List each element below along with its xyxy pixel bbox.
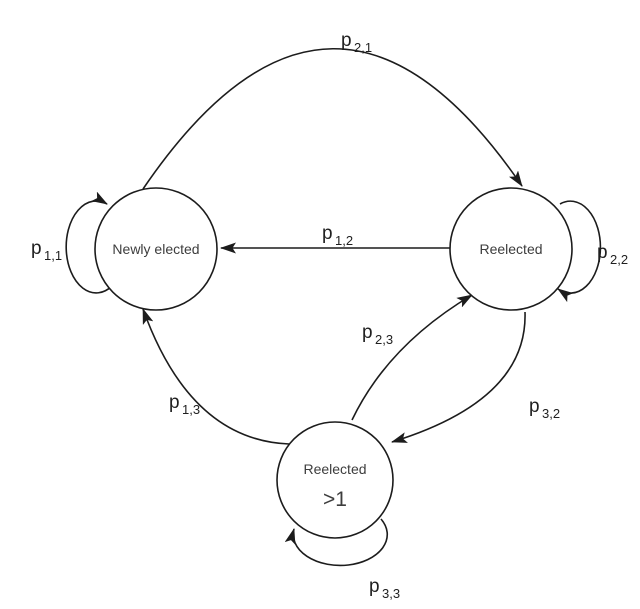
- edges: [65, 47, 602, 567]
- edge-label-p23: p 2,3: [362, 322, 393, 347]
- edge-label-p12-subscript: 1,2: [335, 233, 353, 248]
- edge-label-p33-subscript: 3,3: [382, 586, 400, 601]
- edge-p13-arc: [142, 308, 290, 445]
- edge-label-p22-subscript: 2,2: [610, 252, 628, 267]
- edge-label-p21-subscript: 2,1: [354, 40, 372, 55]
- edge-label-p21-symbol: p: [341, 30, 352, 51]
- edge-p22-self-loop: [557, 200, 602, 303]
- node-reelected-gt1-circle: [276, 421, 394, 539]
- node-reelected: Reelected: [449, 187, 573, 311]
- edge-labels: p 1,1 p 1,2 p 1,3 p 2,1 p 2,2 p 2,3 p 3,…: [31, 30, 628, 601]
- edge-label-p13: p 1,3: [169, 392, 200, 417]
- node-reelected-gt1: Reelected >1: [276, 421, 394, 539]
- node-reelected-gt1-sublabel: >1: [323, 488, 347, 511]
- edge-label-p32-symbol: p: [529, 396, 540, 417]
- edge-label-p11-subscript: 1,1: [44, 248, 62, 263]
- edge-label-p22: p 2,2: [597, 242, 628, 267]
- edge-p33-self-loop: [284, 518, 389, 567]
- edge-label-p13-subscript: 1,3: [182, 402, 200, 417]
- edge-label-p11-symbol: p: [31, 238, 42, 259]
- edge-label-p23-symbol: p: [362, 322, 373, 343]
- edge-label-p32-subscript: 3,2: [542, 406, 560, 421]
- edge-label-p32: p 3,2: [529, 396, 560, 421]
- edge-p32-arc: [391, 311, 526, 443]
- node-newly-elected-label: Newly elected: [112, 241, 199, 257]
- node-newly-elected: Newly elected: [94, 187, 218, 311]
- edge-label-p12-symbol: p: [322, 223, 333, 244]
- node-reelected-circle: [449, 187, 573, 311]
- edge-label-p12: p 1,2: [322, 223, 353, 248]
- edge-label-p13-symbol: p: [169, 392, 180, 413]
- edge-label-p33-symbol: p: [369, 576, 380, 597]
- edge-label-p23-subscript: 2,3: [375, 332, 393, 347]
- edge-label-p22-symbol: p: [597, 242, 608, 263]
- edge-p21-arc: [142, 47, 523, 190]
- node-reelected-label: Reelected: [479, 241, 542, 257]
- edge-label-p21: p 2,1: [341, 30, 372, 55]
- edge-label-p33: p 3,3: [369, 576, 400, 601]
- edge-p23-arc: [351, 294, 473, 421]
- edge-label-p11: p 1,1: [31, 238, 62, 263]
- node-reelected-gt1-label: Reelected: [303, 461, 366, 477]
- nodes: Newly elected Reelected Reelected >1: [94, 187, 573, 539]
- edge-p11-self-loop: [65, 191, 113, 294]
- node-newly-elected-circle: [94, 187, 218, 311]
